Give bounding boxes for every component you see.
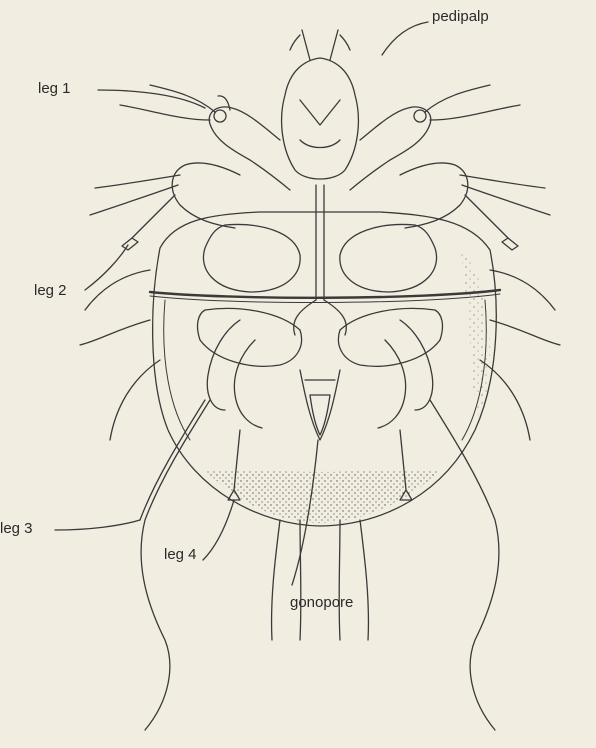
leg1-left [209,107,290,190]
leader-leg3 [55,520,140,530]
coxal-plate-left-upper [203,224,300,292]
capitulum [282,58,359,179]
leg4-left [234,340,262,428]
sternal-line [316,185,324,300]
leg1-right [350,107,431,190]
coxal-plate-right-upper [340,224,437,292]
leg4-right [378,340,406,428]
leader-leg2 [85,245,128,290]
leader-leg4 [203,500,234,560]
label-leg2: leg 2 [34,282,67,299]
transverse-band [150,290,500,298]
rim-stipple-right [460,250,490,420]
label-pedipalp: pedipalp [432,8,489,25]
label-leg3: leg 3 [0,520,33,537]
label-leg4: leg 4 [164,546,197,563]
label-gonopore: gonopore [290,594,353,611]
leader-pedipalp [382,22,428,55]
leader-leg1 [98,90,205,108]
label-leg1: leg 1 [38,80,71,97]
